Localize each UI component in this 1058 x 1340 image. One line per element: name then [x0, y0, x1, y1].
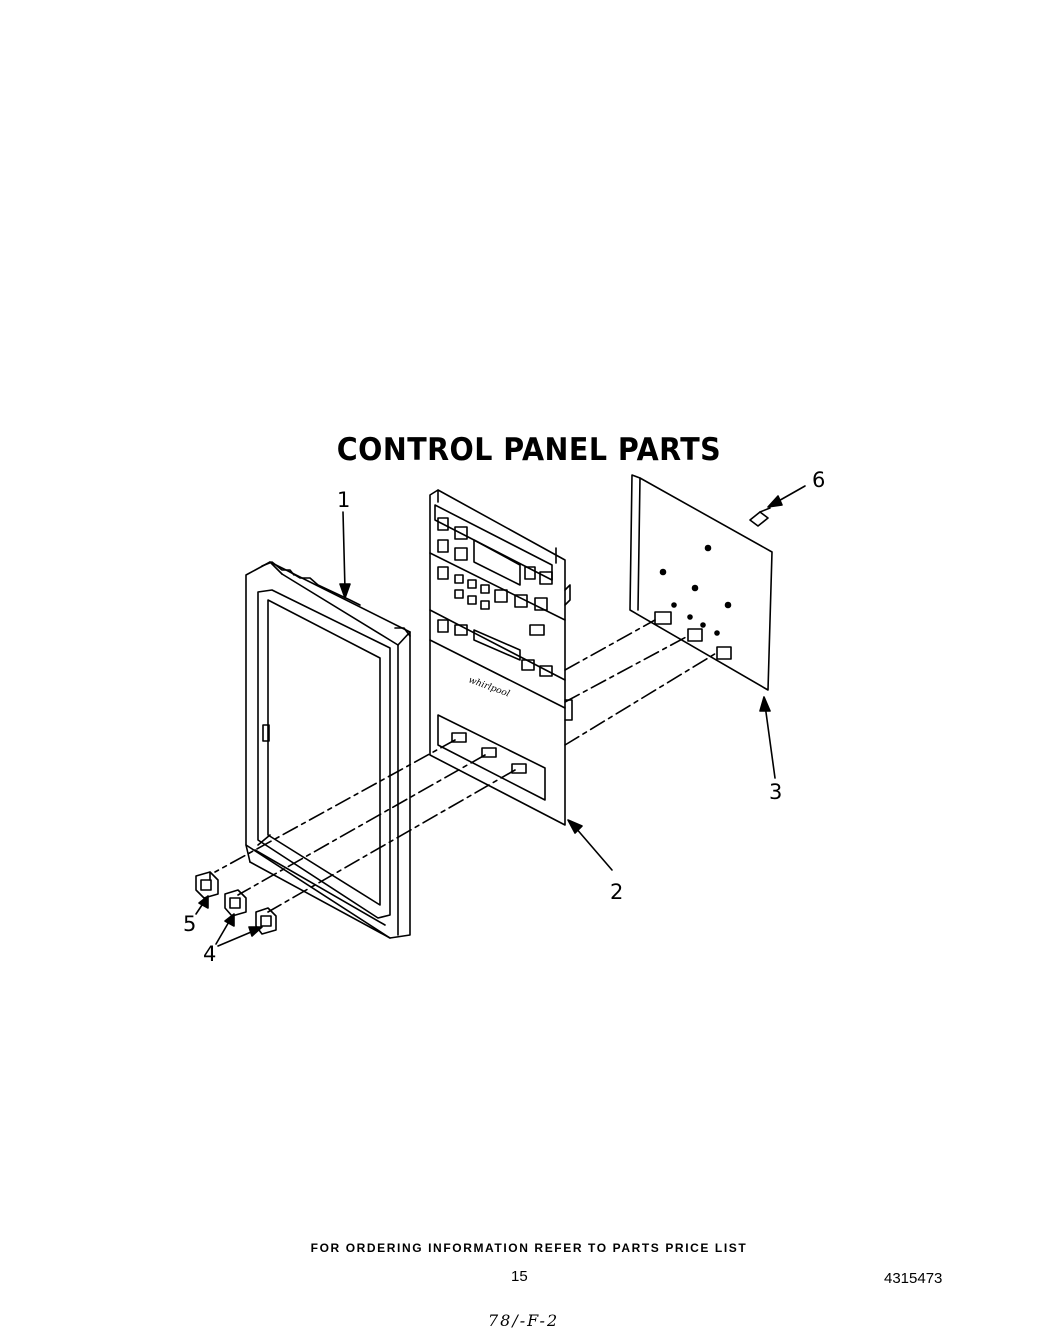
page-number: 15 [511, 1268, 528, 1285]
callout-6: 6 [812, 468, 826, 492]
leader-arrow-6 [767, 495, 783, 508]
part-5-button [195, 871, 219, 899]
leader-line-4a [215, 919, 231, 945]
leader-line-3 [764, 704, 776, 779]
leader-line-4b [217, 929, 257, 947]
leader-line-1 [342, 511, 346, 591]
leader-arrow-5 [198, 895, 209, 909]
leader-arrow-1 [339, 583, 351, 599]
leader-line-2 [574, 826, 613, 871]
page-title: CONTROL PANEL PARTS [336, 432, 722, 468]
part-2-control-panel: whirlpool [429, 489, 573, 826]
document-number: 4315473 [884, 1270, 943, 1287]
part-4-buttons [224, 889, 277, 935]
callout-4: 4 [203, 942, 217, 966]
part-3-back-plate [629, 474, 773, 691]
callout-5: 5 [183, 912, 197, 936]
ordering-information-note: FOR ORDERING INFORMATION REFER TO PARTS … [310, 1241, 748, 1255]
part-6-screw [749, 507, 771, 527]
leader-arrow-4b [248, 926, 263, 937]
callout-3: 3 [769, 780, 783, 804]
leader-arrow-2 [567, 819, 583, 834]
part-1-frame [245, 561, 411, 939]
svg-text:whirlpool: whirlpool [467, 675, 511, 699]
callout-2: 2 [610, 880, 624, 904]
handwritten-code: 78/-F-2 [488, 1311, 560, 1330]
leader-arrow-4a [224, 913, 235, 927]
callout-1: 1 [337, 488, 351, 512]
leader-arrow-3 [759, 696, 771, 712]
alignment-lines [214, 619, 719, 913]
